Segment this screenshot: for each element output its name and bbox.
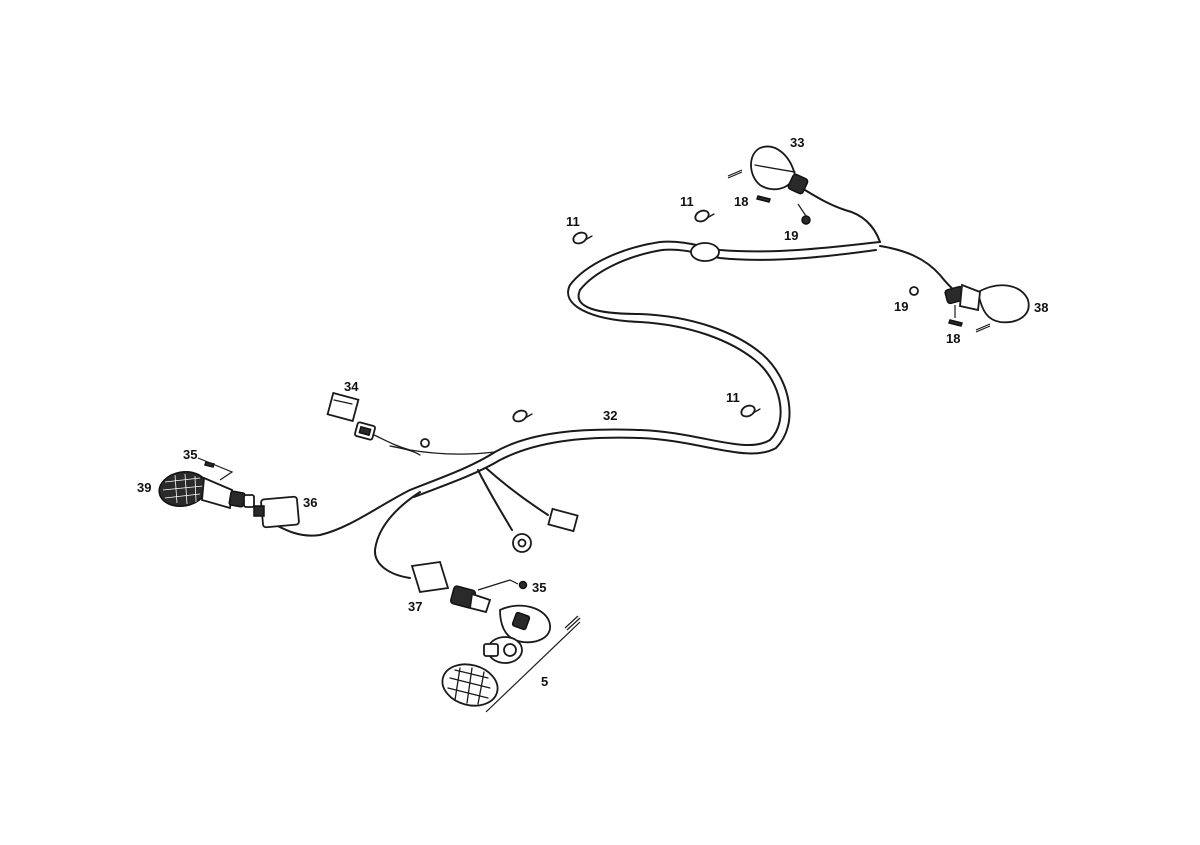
- branch-ring-terminal: [477, 469, 513, 531]
- indicator-body-39: [201, 476, 255, 510]
- bulb-5: [483, 636, 523, 664]
- callout-35a: 35: [183, 447, 197, 462]
- callout-37: 37: [408, 599, 422, 614]
- main-wiring-harness: [269, 189, 963, 579]
- screw-38: [975, 323, 991, 331]
- indicator-body-37: [449, 585, 492, 614]
- callout-35b: 35: [532, 580, 546, 595]
- rear-branch-33: [804, 189, 881, 243]
- connector-36: [253, 495, 300, 529]
- callout-5: 5: [541, 674, 548, 689]
- branch-flat-connector: [485, 467, 549, 516]
- cable-clip-11b: [694, 209, 715, 223]
- branch-to-34: [371, 433, 496, 455]
- callout-11c: 11: [726, 390, 740, 405]
- callout-19a: 19: [784, 228, 798, 243]
- screw-18a: [756, 195, 771, 203]
- branch-to-ring-small: [389, 445, 421, 456]
- callout-labels: 11 11 33 18 19 19 38 18 34 32 11 35 39 3…: [137, 135, 1048, 689]
- cable-clip-11c: [740, 404, 761, 418]
- branch-to-37: [373, 491, 421, 579]
- ring-terminal-small: [420, 438, 430, 448]
- connector-37: [410, 561, 450, 593]
- screw-18b: [948, 319, 963, 327]
- ring-terminal: [512, 533, 532, 553]
- callout-18a: 18: [734, 194, 748, 209]
- callout-11b: 11: [680, 194, 694, 209]
- lens-5: [441, 663, 499, 707]
- nut-19b: [909, 286, 919, 296]
- leader-line-5: [485, 621, 581, 713]
- branch-to-36: [269, 489, 411, 537]
- cable-clip-11a: [572, 231, 593, 245]
- indicator-33: [750, 145, 809, 195]
- screw-5: [564, 615, 579, 629]
- callout-34: 34: [344, 379, 359, 394]
- callout-18b: 18: [946, 331, 960, 346]
- flat-connector: [547, 507, 579, 533]
- indicator-38: [944, 283, 1030, 324]
- callout-39: 39: [137, 480, 151, 495]
- callout-33: 33: [790, 135, 804, 150]
- callout-19b: 19: [894, 299, 908, 314]
- harness-wire-upper: [409, 240, 881, 491]
- harness-grommet: [690, 242, 720, 262]
- connector-34: [326, 391, 376, 441]
- nut-19a: [801, 215, 811, 225]
- callout-32: 32: [603, 408, 617, 423]
- cable-clip-11d: [512, 409, 533, 423]
- indicator-lens-39: [158, 470, 208, 508]
- callout-36: 36: [303, 495, 317, 510]
- indicator-housing-5: [499, 604, 551, 644]
- screw-33: [727, 169, 743, 177]
- screw-35b: [518, 580, 528, 590]
- callout-38: 38: [1034, 300, 1048, 315]
- callout-11a: 11: [566, 214, 580, 229]
